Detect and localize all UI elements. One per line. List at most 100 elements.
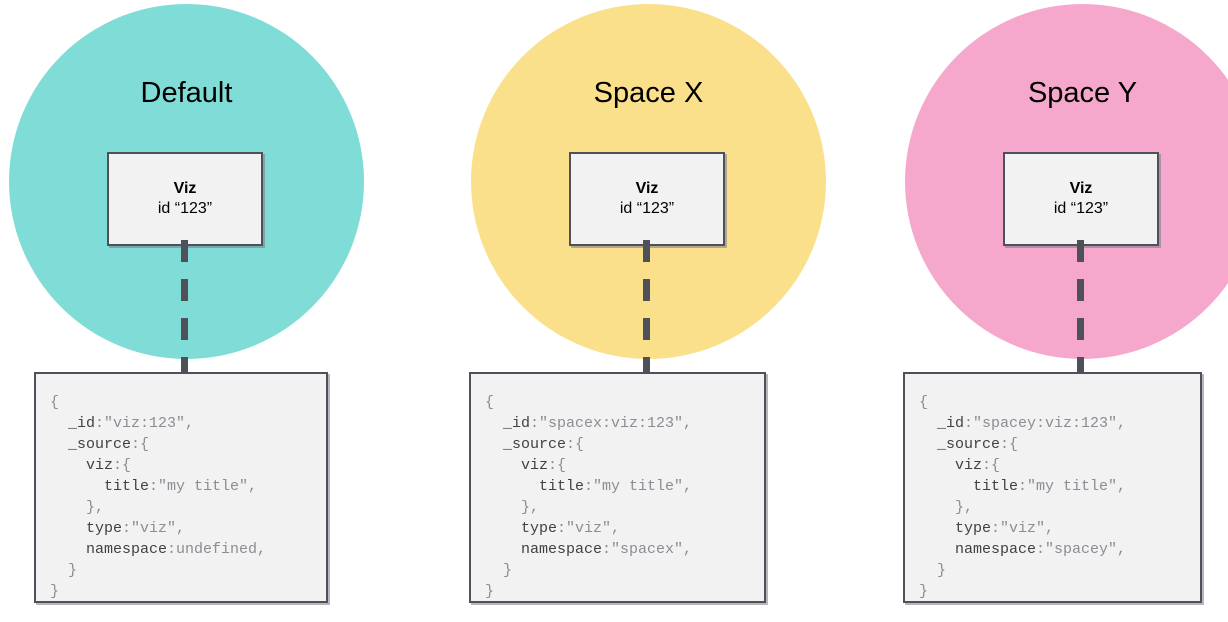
viz-box-id: id “123” — [157, 200, 213, 217]
json-line: namespace:"spacey", — [919, 539, 1126, 560]
json-value: } — [50, 583, 60, 600]
json-value — [50, 415, 68, 432]
json-key: viz — [955, 457, 983, 474]
json-value: :{ — [1000, 436, 1019, 453]
json-value: :"viz", — [991, 520, 1055, 537]
json-document-text: { _id:"spacex:viz:123", _source:{ viz:{ … — [485, 392, 692, 601]
viz-box-id: id “123” — [1053, 200, 1109, 217]
json-line: namespace:undefined, — [50, 539, 266, 560]
json-line: _source:{ — [919, 434, 1126, 455]
json-line: } — [50, 560, 266, 581]
dashed-connector-line — [181, 240, 188, 373]
json-key: _id — [503, 415, 531, 432]
json-document-text: { _id:"viz:123", _source:{ viz:{ title:"… — [50, 392, 266, 601]
json-line: { — [485, 392, 692, 413]
json-document-text: { _id:"spacey:viz:123", _source:{ viz:{ … — [919, 392, 1126, 601]
json-value: { — [50, 394, 60, 411]
json-value: { — [919, 394, 929, 411]
json-value — [919, 436, 937, 453]
json-line: namespace:"spacex", — [485, 539, 692, 560]
json-value: } — [485, 562, 513, 579]
space-circle: Space Y Viz id “123” — [905, 4, 1228, 359]
json-line: title:"my title", — [50, 476, 266, 497]
json-line: title:"my title", — [919, 476, 1126, 497]
json-key: viz — [86, 457, 114, 474]
json-key: type — [955, 520, 992, 537]
json-line: type:"viz", — [919, 518, 1126, 539]
json-key: _id — [68, 415, 96, 432]
json-value — [485, 541, 521, 558]
json-value: :"my title", — [149, 478, 258, 495]
json-value: } — [485, 583, 495, 600]
json-document-box: { _id:"spacey:viz:123", _source:{ viz:{ … — [903, 372, 1202, 603]
json-value: :{ — [566, 436, 585, 453]
json-value: :"viz:123", — [95, 415, 195, 432]
json-value: :{ — [113, 457, 132, 474]
json-value: :undefined, — [167, 541, 267, 558]
json-document-box: { _id:"spacex:viz:123", _source:{ viz:{ … — [469, 372, 766, 603]
json-value: } — [919, 583, 929, 600]
viz-box-title: Viz — [635, 180, 659, 197]
json-key: namespace — [86, 541, 168, 558]
space-circle: Space X Viz id “123” — [471, 4, 826, 359]
json-line: } — [919, 560, 1126, 581]
json-line: { — [50, 392, 266, 413]
json-key: viz — [521, 457, 549, 474]
dashed-connector-line — [643, 240, 650, 373]
json-line: viz:{ — [50, 455, 266, 476]
json-key: type — [86, 520, 123, 537]
json-line: } — [50, 581, 266, 601]
json-value — [50, 436, 68, 453]
json-value: :"my title", — [584, 478, 693, 495]
json-value — [485, 520, 521, 537]
json-value — [919, 478, 973, 495]
json-value — [919, 457, 955, 474]
json-key: type — [521, 520, 558, 537]
viz-box-id: id “123” — [619, 200, 675, 217]
json-line: title:"my title", — [485, 476, 692, 497]
json-value: :"my title", — [1018, 478, 1127, 495]
json-line: type:"viz", — [50, 518, 266, 539]
json-value: :{ — [548, 457, 567, 474]
json-value: :"viz", — [557, 520, 621, 537]
json-value: }, — [485, 499, 540, 516]
json-line: }, — [50, 497, 266, 518]
json-value — [50, 457, 86, 474]
json-line: _source:{ — [50, 434, 266, 455]
json-line: } — [919, 581, 1126, 601]
json-line: viz:{ — [485, 455, 692, 476]
json-key: _source — [503, 436, 567, 453]
json-key: title — [973, 478, 1019, 495]
json-line: _id:"spacex:viz:123", — [485, 413, 692, 434]
space-column-1: Space X Viz id “123” { _id:"spacex:viz:123"… — [435, 0, 844, 622]
space-title: Default — [140, 77, 233, 109]
json-value: :"spacex:viz:123", — [530, 415, 693, 432]
json-value: :"spacey", — [1036, 541, 1127, 558]
json-value — [485, 478, 539, 495]
json-line: { — [919, 392, 1126, 413]
viz-object-box: Viz id “123” — [569, 152, 725, 246]
json-line: type:"viz", — [485, 518, 692, 539]
json-line: }, — [919, 497, 1126, 518]
json-value — [50, 478, 104, 495]
json-value — [919, 520, 955, 537]
json-value: :{ — [131, 436, 150, 453]
json-key: namespace — [521, 541, 603, 558]
json-key: _source — [937, 436, 1001, 453]
json-value: }, — [50, 499, 105, 516]
json-value — [50, 520, 86, 537]
json-value — [919, 541, 955, 558]
viz-object-box: Viz id “123” — [1003, 152, 1159, 246]
space-title: Space X — [593, 77, 704, 109]
json-value — [50, 541, 86, 558]
json-value — [485, 436, 503, 453]
dashed-connector-line — [1077, 240, 1084, 373]
space-title: Space Y — [1027, 77, 1138, 109]
json-line: _source:{ — [485, 434, 692, 455]
json-document-box: { _id:"viz:123", _source:{ viz:{ title:"… — [34, 372, 328, 603]
json-key: title — [104, 478, 150, 495]
viz-box-title: Viz — [1069, 180, 1093, 197]
